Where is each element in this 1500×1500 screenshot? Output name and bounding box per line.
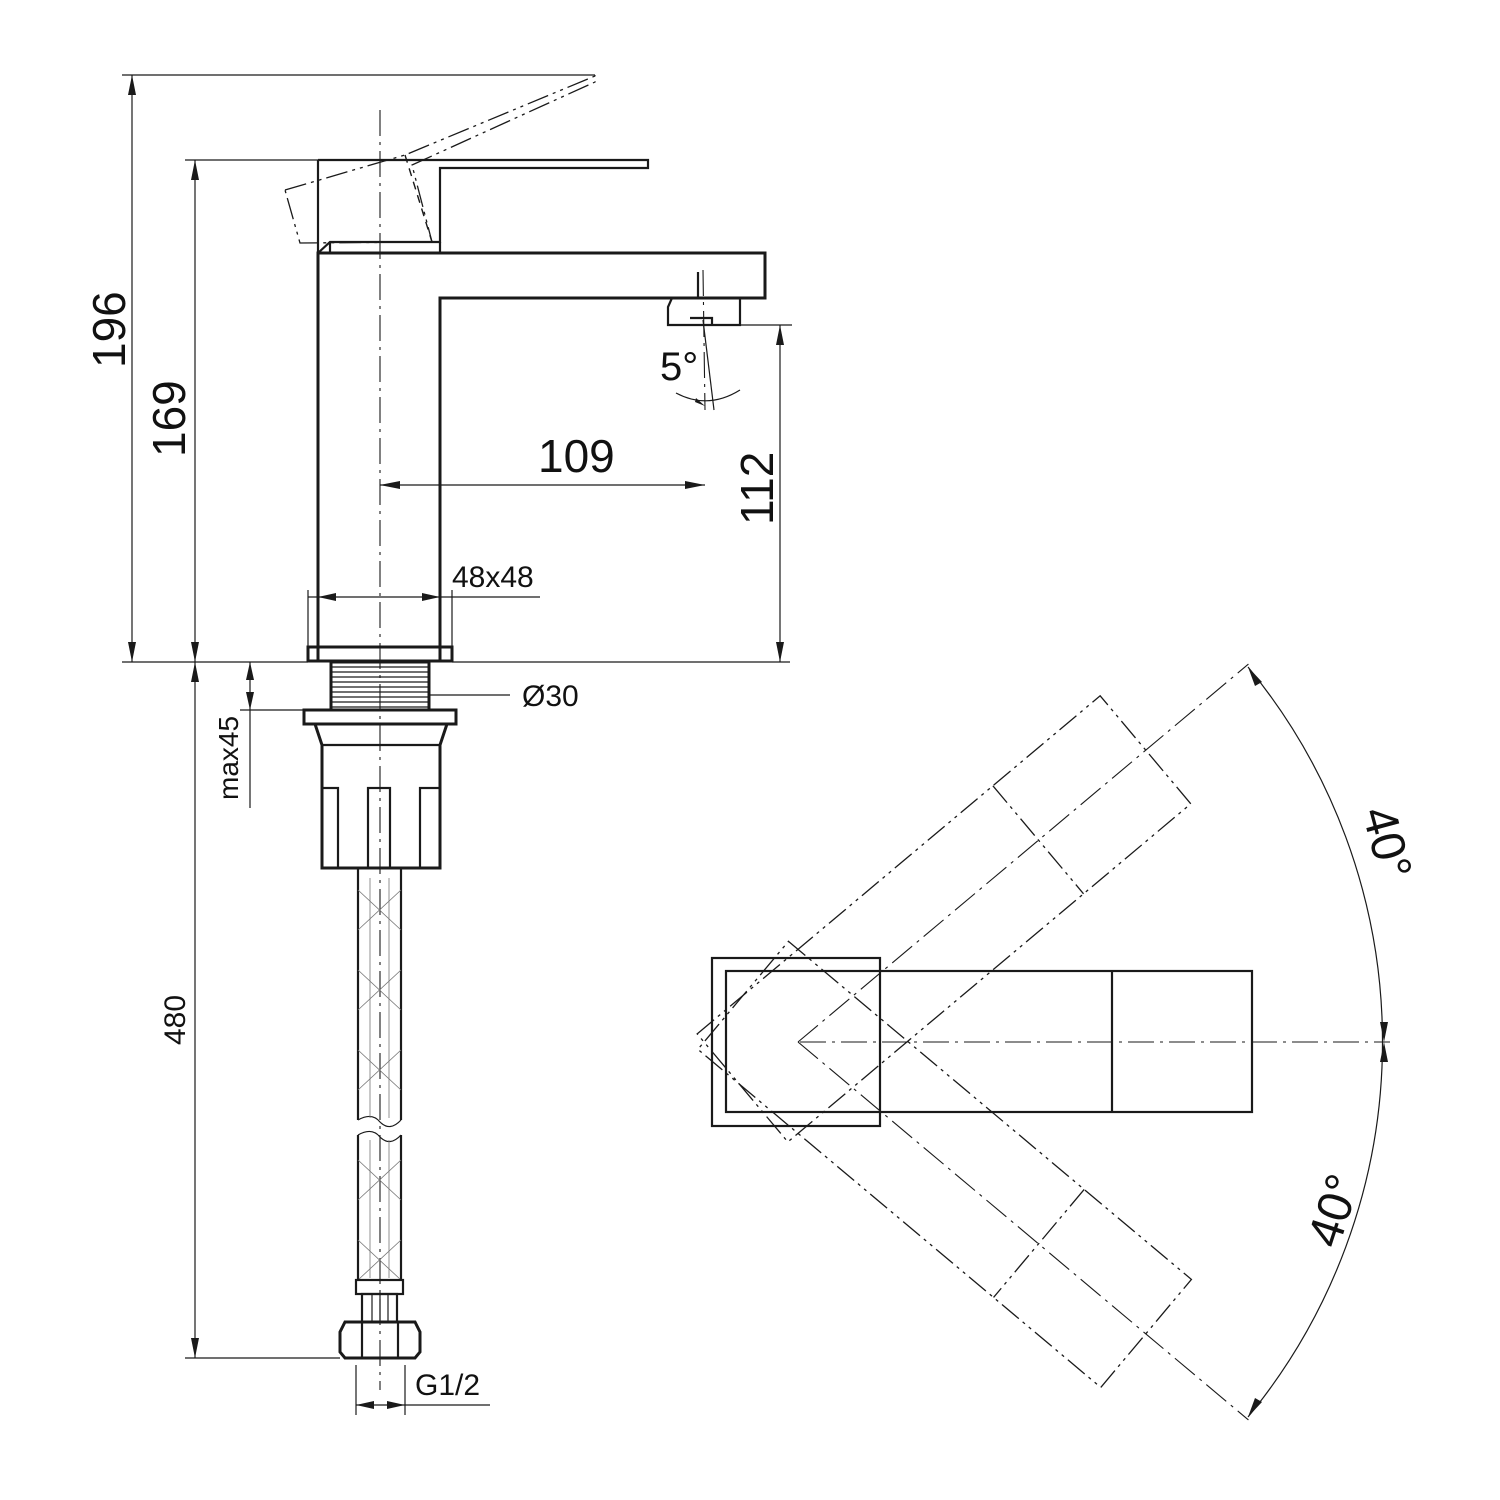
dim-connection-label: G1/2 [415,1369,480,1402]
faucet-body [316,251,767,662]
dim-spout-height-label: 112 [731,452,783,525]
washer [302,708,458,726]
aerator [666,272,742,327]
dim-spout-height [452,324,792,663]
swivel-arrow-top [1248,667,1262,686]
handle-swivel-up-phantom [696,663,1249,1143]
aerator-arc-arrow [695,398,705,406]
side-view: 196 169 109 112 5° [83,74,792,1415]
dim-connection [355,1365,490,1415]
dim-body-height [185,159,318,662]
swivel-arrow-bottom [1248,1398,1262,1417]
dim-spout-reach-label: 109 [538,430,615,482]
hose-connector [338,1278,422,1360]
swivel-angle-down-label: 40° [1298,1168,1371,1253]
dim-hose-length [185,662,340,1359]
dim-total-height-label: 196 [83,291,135,368]
handle-open-phantom [284,75,596,244]
dim-base-size [307,590,540,647]
handle-swivel-down-phantom [696,940,1249,1421]
swivel-arrow-mid-up [1380,1022,1388,1042]
thread-hatch [331,666,429,708]
dim-total-height [122,74,595,663]
dim-base-size-label: 48x48 [452,561,534,594]
handle-hidden-edge [317,154,433,243]
swivel-arrow-mid-down [1380,1042,1388,1062]
aerator-angle-arc [675,389,741,402]
hose [356,868,403,1281]
dim-spout-reach [380,481,705,489]
handle-base [328,242,442,253]
top-view: 40° 40° [696,663,1421,1421]
aerator-tilt-line [702,319,715,411]
swivel-arc [1247,666,1384,1418]
nut-ribs [320,786,442,870]
swivel-angle-up-label: 40° [1351,801,1421,885]
dim-hose-length-label: 480 [159,995,192,1045]
aerator-axis [702,269,706,411]
dim-max-thickness-label: max45 [213,716,244,800]
dim-max-thickness [240,662,304,808]
dim-body-height-label: 169 [143,380,195,457]
top-base-plate [710,956,882,1128]
dim-thread-diameter-label: Ø30 [522,680,579,713]
handle-closed [316,158,650,254]
dim-aerator-angle-label: 5° [660,345,698,389]
